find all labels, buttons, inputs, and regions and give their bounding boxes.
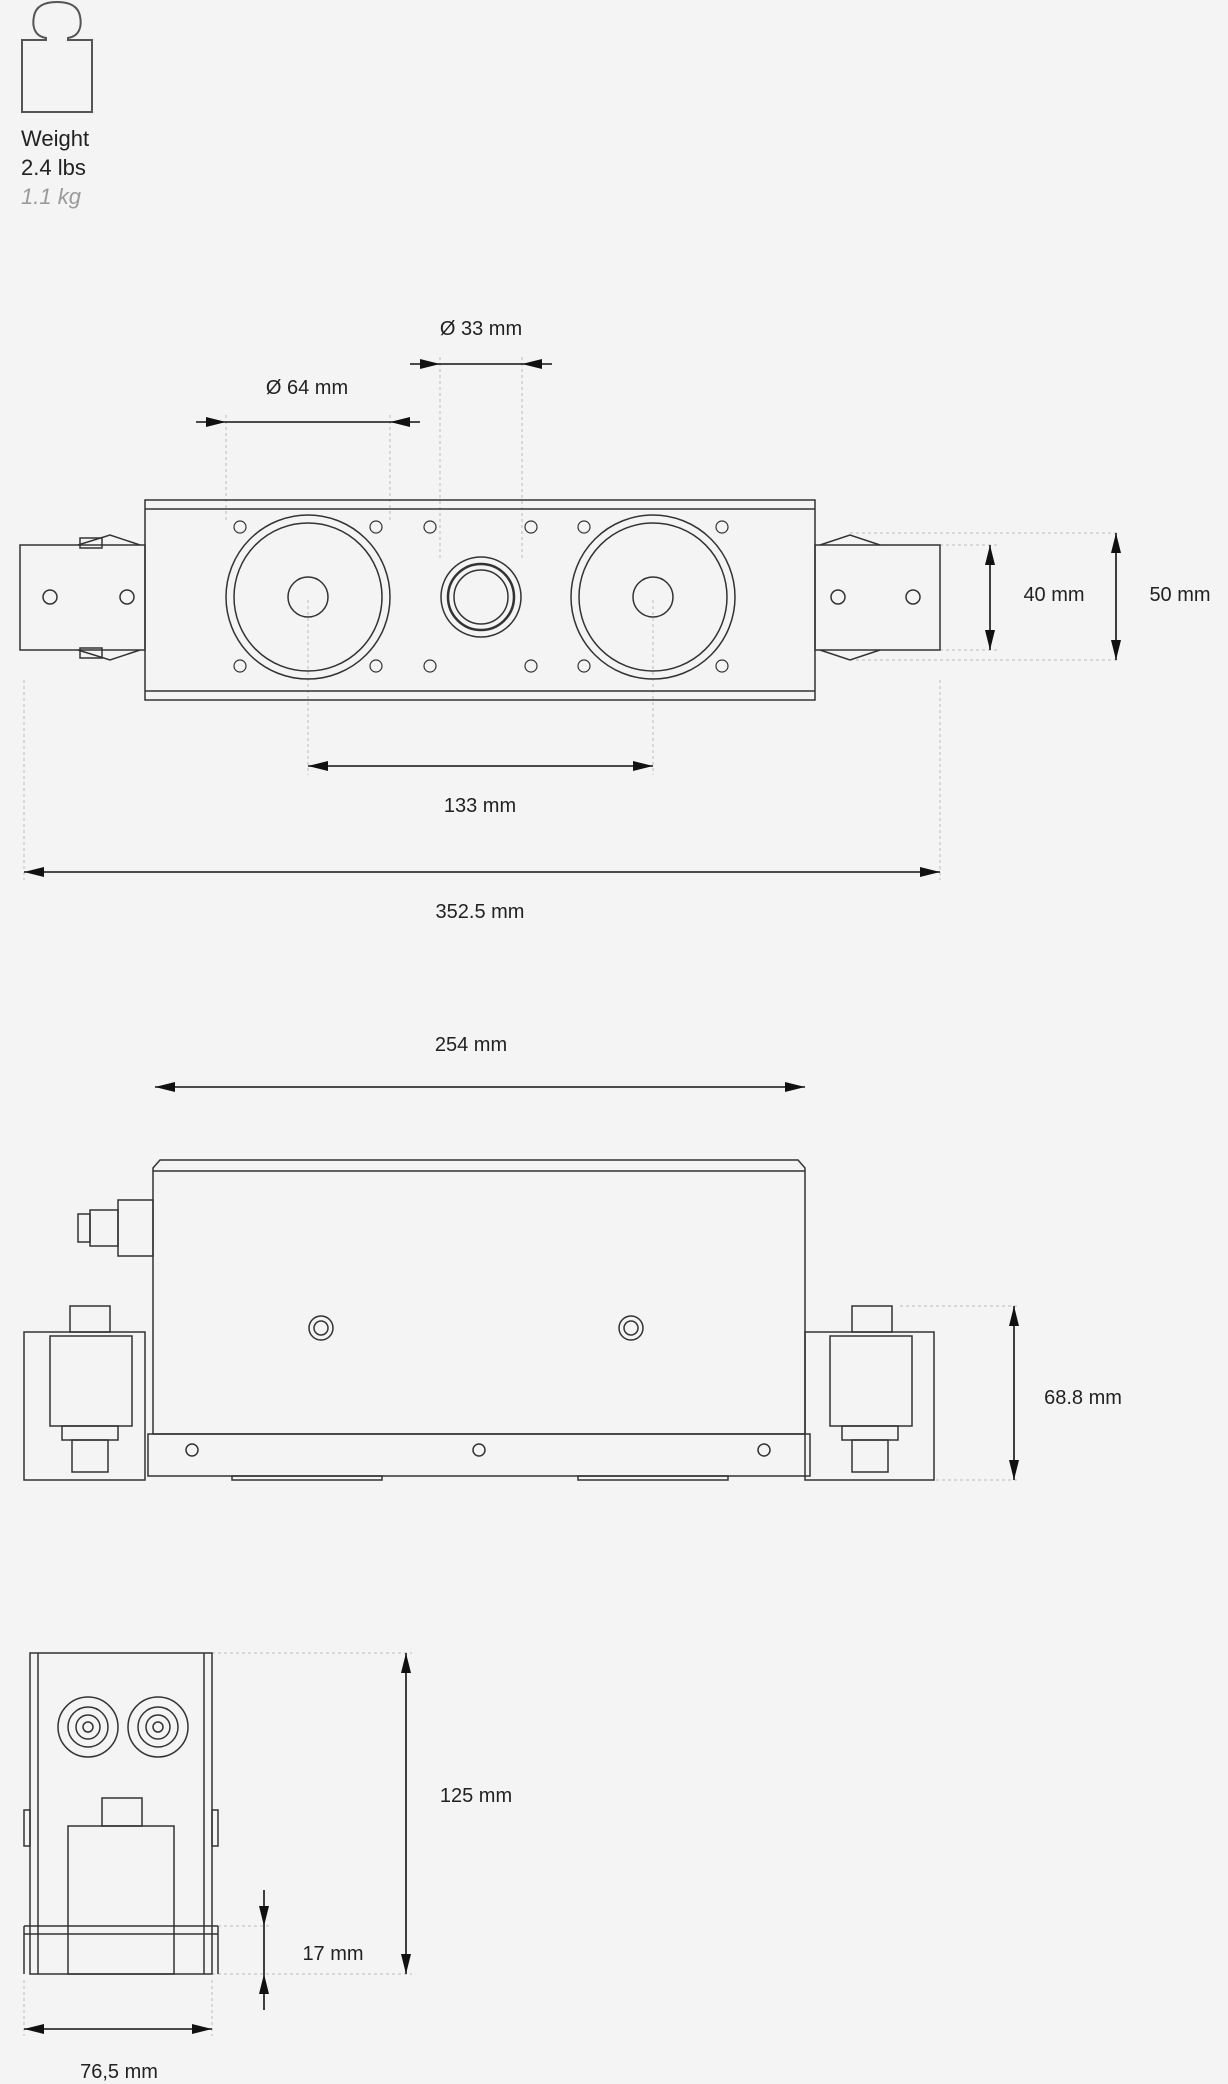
weight-lbs: 2.4 lbs bbox=[21, 155, 86, 180]
body-length-label: 254 mm bbox=[435, 1034, 507, 1056]
bracket-height-label: 50 mm bbox=[1149, 584, 1210, 606]
bracket-offset-label: 17 mm bbox=[302, 1943, 363, 1965]
end-width-label: 76,5 mm bbox=[80, 2061, 158, 2083]
woofer-diameter-label: Ø 64 mm bbox=[266, 377, 348, 399]
weight-label: Weight bbox=[21, 126, 90, 151]
tweeter-diameter-label: Ø 33 mm bbox=[440, 318, 522, 340]
end-depth-label: 125 mm bbox=[440, 1785, 512, 1807]
top-view-dimensions bbox=[24, 359, 1121, 877]
body-height-label: 40 mm bbox=[1023, 584, 1084, 606]
top-view bbox=[19, 357, 1120, 880]
side-view-dimensions bbox=[155, 1082, 1019, 1480]
weight-kg: 1.1 kg bbox=[21, 184, 81, 209]
end-view bbox=[23, 1652, 412, 2036]
side-height-label: 68.8 mm bbox=[1044, 1387, 1122, 1409]
end-view-dimensions bbox=[24, 1653, 411, 2034]
weight-icon bbox=[21, 0, 93, 113]
driver-spacing-label: 133 mm bbox=[444, 795, 516, 817]
side-view bbox=[23, 1159, 1020, 1481]
total-length-label: 352.5 mm bbox=[436, 901, 525, 923]
